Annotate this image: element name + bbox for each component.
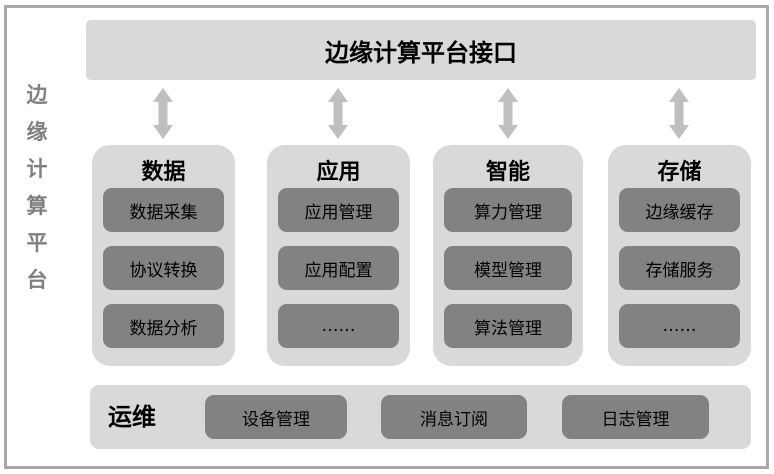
module-box: …… xyxy=(278,304,399,348)
module-column-data: 数据 数据采集 协议转换 数据分析 xyxy=(92,145,235,366)
module-box: 应用管理 xyxy=(278,188,399,232)
module-box: 算法管理 xyxy=(444,304,572,348)
side-label-char: 计 xyxy=(26,157,48,181)
column-title: 数据 xyxy=(141,160,186,185)
module-box: 消息订阅 xyxy=(381,395,527,439)
platform-side-label: 边 缘 计 算 平 台 xyxy=(20,84,54,291)
module-column-storage: 存储 边缘缓存 存储服务 …… xyxy=(608,145,751,366)
module-column-intelligence: 智能 算力管理 模型管理 算法管理 xyxy=(433,145,583,366)
module-box: 模型管理 xyxy=(444,246,572,290)
module-box: …… xyxy=(619,304,740,348)
module-box: 算力管理 xyxy=(444,188,572,232)
module-box: 存储服务 xyxy=(619,246,740,290)
module-box: 数据分析 xyxy=(103,304,224,348)
side-label-char: 台 xyxy=(26,268,48,292)
double-vertical-arrow-icon xyxy=(669,88,689,139)
module-box: 日志管理 xyxy=(562,395,709,439)
side-label-char: 平 xyxy=(26,231,48,255)
platform-interface-header: 边缘计算平台接口 xyxy=(86,20,756,80)
module-box: 协议转换 xyxy=(103,246,224,290)
double-vertical-arrow-icon xyxy=(328,88,348,139)
operations-title: 运维 xyxy=(108,403,156,431)
column-title: 存储 xyxy=(657,160,702,185)
side-label-char: 边 xyxy=(26,83,48,107)
outer-border xyxy=(4,5,769,469)
module-box: 设备管理 xyxy=(205,395,347,439)
side-label-char: 算 xyxy=(26,194,48,218)
double-vertical-arrow-icon xyxy=(498,88,518,139)
module-box: 数据采集 xyxy=(103,188,224,232)
side-label-char: 缘 xyxy=(26,120,48,144)
module-box: 应用配置 xyxy=(278,246,399,290)
column-title: 应用 xyxy=(316,160,361,185)
column-title: 智能 xyxy=(485,160,530,185)
module-column-application: 应用 应用管理 应用配置 …… xyxy=(267,145,410,366)
module-box: 边缘缓存 xyxy=(619,188,740,232)
header-title: 边缘计算平台接口 xyxy=(325,38,517,67)
double-vertical-arrow-icon xyxy=(153,88,173,139)
operations-bar: 运维 设备管理 消息订阅 日志管理 xyxy=(90,385,751,449)
